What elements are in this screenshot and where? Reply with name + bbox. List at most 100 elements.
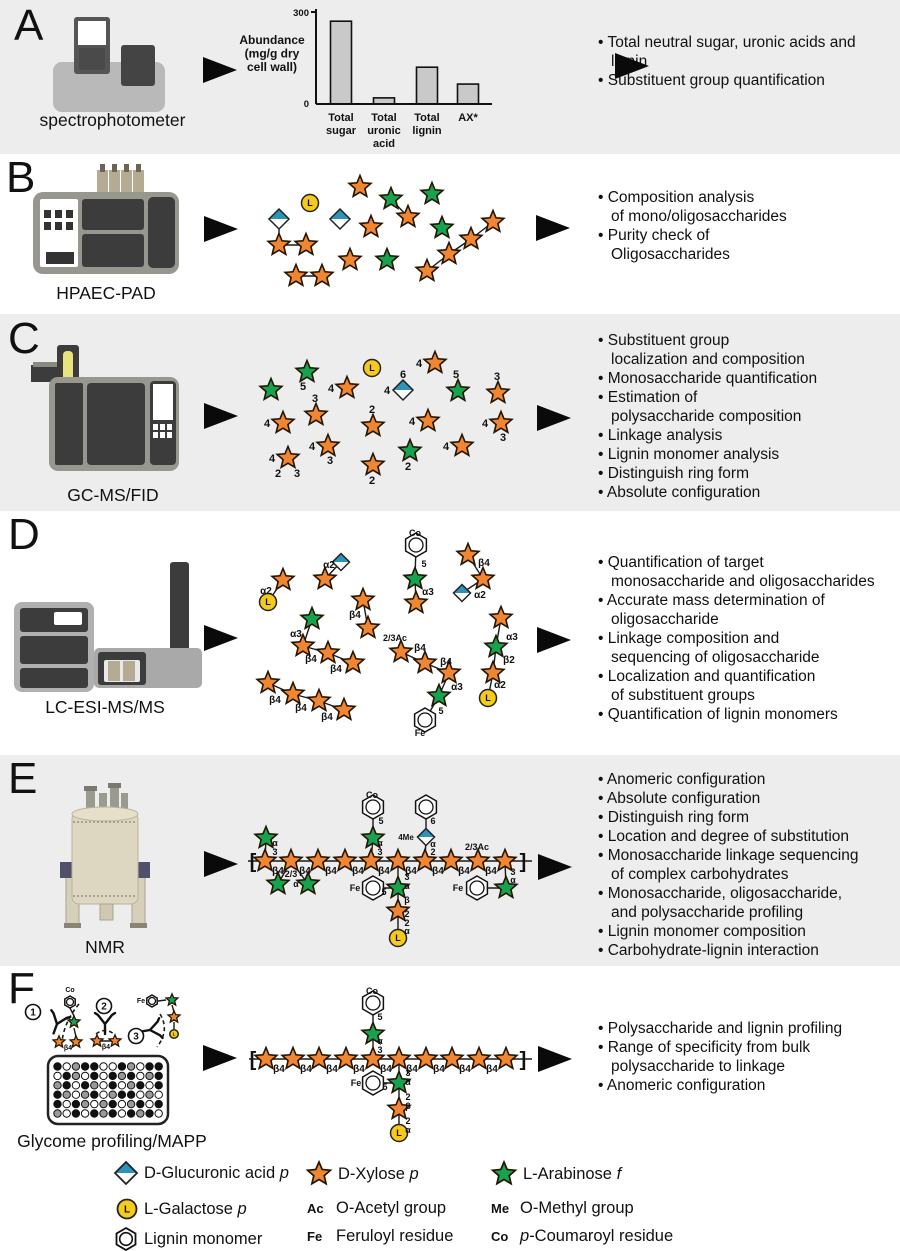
xylose-star-icon (280, 1045, 306, 1070)
legend-label: D-Xylose p (338, 1164, 419, 1183)
well (62, 1090, 71, 1099)
well (154, 1081, 163, 1090)
panel-f-bullets: Polysaccharide and lignin profilingRange… (598, 1019, 898, 1095)
diagram-B: L (266, 173, 506, 287)
well (117, 1062, 127, 1071)
panel-f-letter: F (8, 964, 35, 1013)
linkage-label: β4 (380, 1064, 392, 1075)
well (80, 1109, 90, 1118)
bullet-item: Substituent group localization and compo… (598, 331, 898, 369)
xylose-star-icon (340, 649, 366, 674)
well (90, 1062, 99, 1071)
well (136, 1062, 145, 1071)
legend-label: Feruloyl residue (336, 1227, 454, 1245)
legend-label: O-Acetyl group (336, 1199, 447, 1217)
well (136, 1099, 145, 1109)
xylose-star-icon (89, 1033, 105, 1048)
well (145, 1062, 154, 1071)
xylose-star-icon (51, 1034, 67, 1049)
xylose-star-icon (255, 669, 281, 694)
bullet-item: Monosaccharide linkage sequencing of com… (598, 846, 898, 884)
xylose-star-icon (412, 649, 438, 674)
arabinose-star-icon (66, 1014, 82, 1029)
bond-line (302, 618, 313, 647)
linkage-label: Co (409, 528, 421, 538)
xylose-star-icon (333, 1045, 359, 1070)
legend-item-acetyl: Ac O-Acetyl group (307, 1199, 446, 1218)
epitope-arc (61, 1003, 80, 1043)
panel-b-letter: B (6, 153, 36, 202)
galactose-circle-icon (478, 688, 498, 708)
arabinose-star-icon (490, 1160, 518, 1186)
glucuronic-acid-diamond-icon (452, 583, 472, 603)
arabinose-star-icon (386, 1069, 412, 1094)
well (53, 1062, 62, 1071)
phenolic-ring-icon (361, 990, 385, 1016)
bullet-item: Lignin monomer composition (598, 922, 898, 941)
well (145, 1071, 154, 1081)
epitope-arc (156, 1013, 166, 1048)
well (62, 1109, 71, 1118)
instrument-label-hpaec: HPAEC-PAD (56, 283, 156, 303)
linkage-label: Fe (351, 1078, 362, 1088)
linkage-label: α3 (451, 682, 463, 693)
well (136, 1090, 145, 1099)
linkage-label: β4 (102, 1044, 110, 1051)
linkage-label: β4 (414, 643, 426, 654)
well (80, 1081, 90, 1090)
instrument-label-uvvis: UV-Vis spectrophotometer (39, 90, 186, 130)
instrument-label-gcms: GC-MS/FID (67, 485, 159, 505)
bullet-item: Total neutral sugar, uronic acids and li… (598, 33, 898, 71)
xylose-star-icon (388, 638, 414, 663)
well (126, 1081, 136, 1090)
legend-item-galactose: L L-Galactose p (115, 1197, 247, 1221)
legend-label: p-Coumaroyl residue (520, 1227, 674, 1245)
linkage-label: α2 (323, 560, 335, 571)
bullet-item: Substituent group quantification (598, 71, 898, 90)
legend-item-xylose: D-Xylose p (305, 1160, 419, 1188)
bond-line (470, 221, 494, 240)
xylose-star-icon (331, 696, 357, 721)
linkage-label: β4 (269, 695, 281, 706)
well (90, 1081, 99, 1090)
panel-e-letter: E (8, 754, 38, 803)
instrument-label-glycome: Glycome profiling/MAPP (17, 1131, 207, 1151)
xylose-star-icon (355, 614, 381, 639)
bullet-item: Estimation of polysaccharide composition (598, 388, 898, 426)
antibody-icon (138, 1017, 164, 1040)
linkage-label: Co (366, 986, 378, 996)
legend-item-coumaroyl: Co p-Coumaroyl residue (491, 1227, 673, 1246)
well (154, 1099, 163, 1109)
well (90, 1090, 99, 1099)
xylose-star-icon (466, 1045, 492, 1070)
bond-line (438, 672, 450, 697)
well (108, 1062, 117, 1071)
bond-line (324, 561, 342, 580)
well (126, 1062, 136, 1071)
bullet-item: Anomeric configuration (598, 770, 898, 789)
panel-c-bullets: Substituent group localization and compo… (598, 331, 898, 502)
flow-arrow-icon (537, 627, 571, 653)
galactose-circle-icon: L (116, 1198, 138, 1220)
xylose-star-icon (337, 246, 363, 271)
xylose-star-icon (470, 565, 496, 590)
xylose-star-icon (455, 541, 481, 566)
legend-item-feruloyl: Fe Feruloyl residue (307, 1227, 453, 1246)
well (136, 1071, 145, 1081)
panel-a-bullets: Total neutral sugar, uronic acids and li… (598, 33, 898, 90)
arabinose-star-icon (402, 565, 428, 590)
bond-line (362, 599, 369, 629)
linkage-label: β4 (349, 610, 361, 621)
well (53, 1099, 62, 1109)
bullet-item: Monosaccharide, oligosaccharide, and pol… (598, 884, 898, 922)
bond-line (492, 646, 497, 674)
well (71, 1081, 81, 1090)
arabinose-star-icon (164, 992, 180, 1007)
galactose-letter: L (173, 1032, 176, 1037)
well (117, 1071, 127, 1081)
bond-line (426, 253, 450, 272)
xylose-star-icon (280, 680, 306, 705)
xylose-star-icon (347, 173, 373, 198)
linkage-label: β4 (433, 1064, 445, 1075)
